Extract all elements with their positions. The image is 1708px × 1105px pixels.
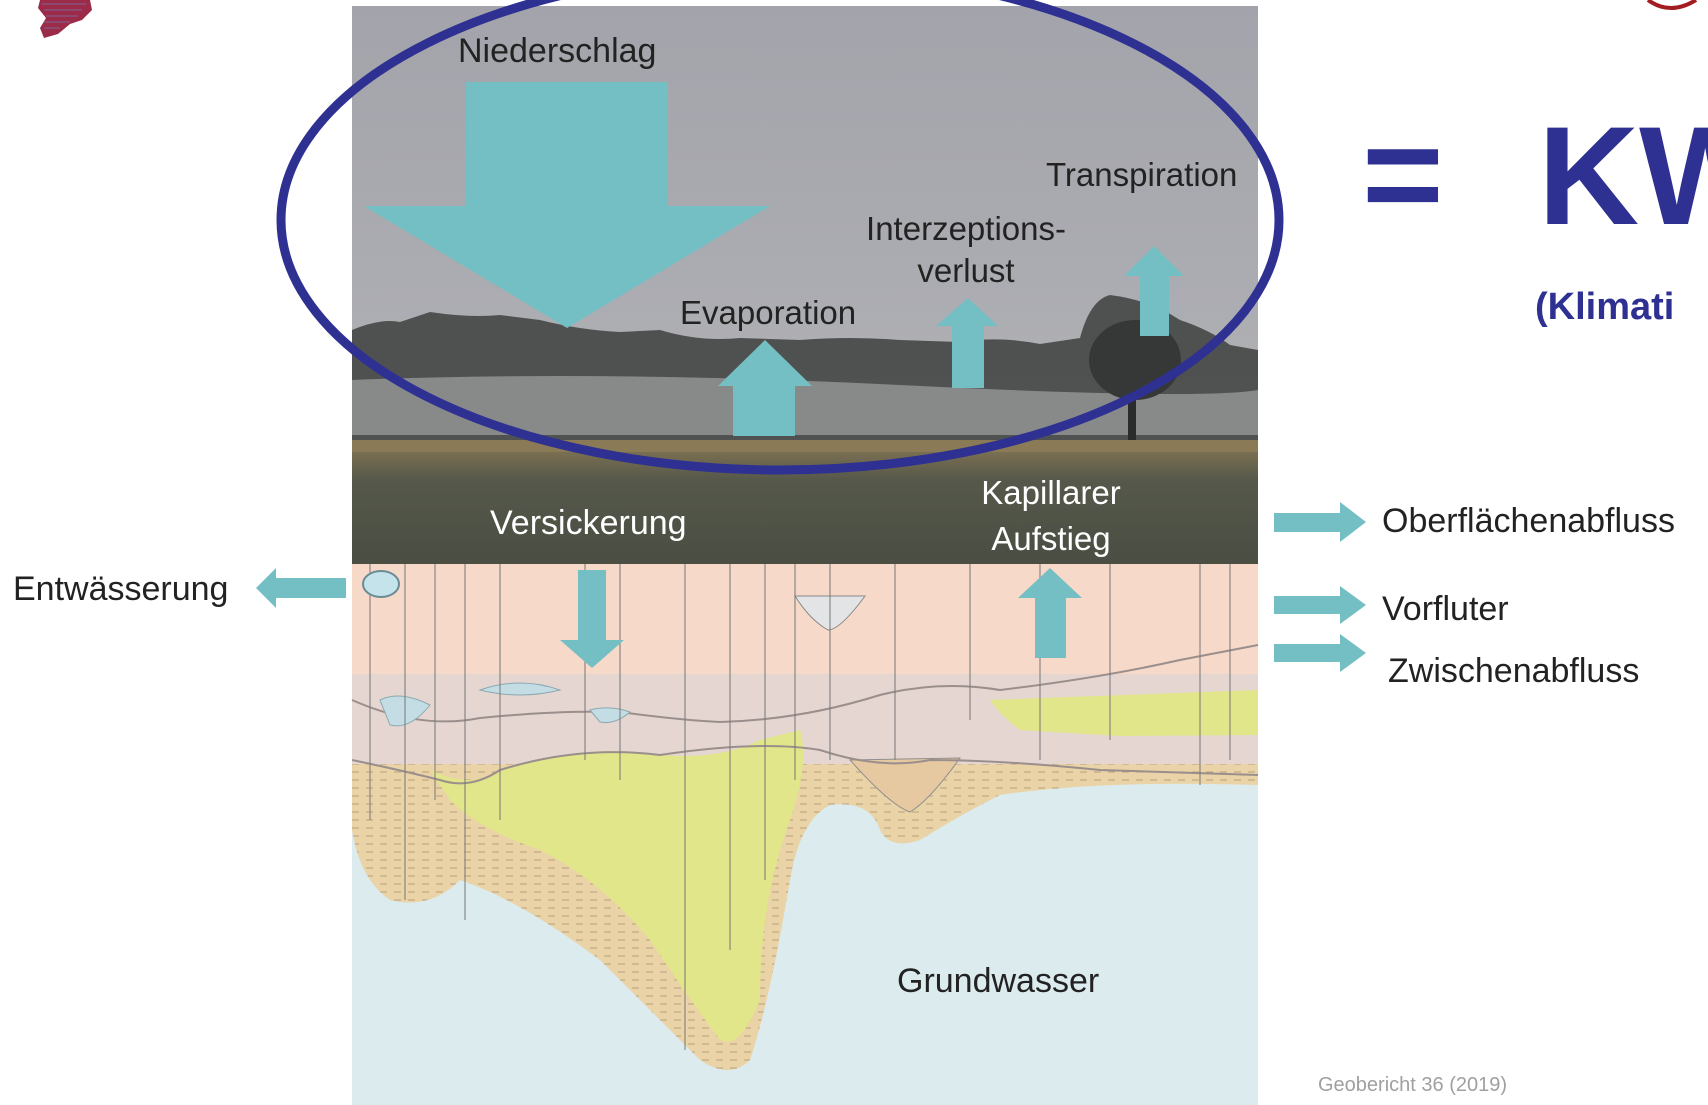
headline-subtitle: (Klimati — [1535, 286, 1675, 328]
kapillarer-arrow — [1018, 568, 1082, 658]
logo-fragment — [38, 0, 92, 38]
headline-title: KW — [1538, 97, 1708, 254]
mist — [352, 376, 1258, 435]
emblem-fragment — [1646, 0, 1698, 10]
cross-section-topsoil — [352, 564, 1258, 674]
interzeption-arrow — [936, 298, 998, 388]
label-kapillarer-line1: Kapillarer — [981, 474, 1121, 511]
atmosphere-ellipse — [276, 0, 1284, 475]
label-interzeption-line2: verlust — [917, 252, 1015, 289]
field-edge — [352, 440, 1258, 454]
yellow-lens — [990, 690, 1258, 736]
groundwater-body — [352, 783, 1258, 1105]
zwischen-arrow — [1274, 634, 1366, 672]
brown-lens — [848, 757, 961, 813]
layer-line-upper — [351, 644, 1259, 724]
vorfluter-arrow — [1274, 586, 1366, 624]
label-zwischenabfluss: Zwischenabfluss — [1388, 652, 1640, 690]
label-entwaesserung: Entwässerung — [13, 570, 229, 608]
transpiration-arrow — [1124, 246, 1184, 336]
label-kapillarer-line2: Aufstieg — [991, 520, 1111, 557]
arrows — [256, 82, 1366, 672]
versickerung-arrow — [560, 570, 624, 668]
yellow-aquifer — [430, 730, 804, 1042]
label-interzeption-line1: Interzeptions- — [866, 210, 1066, 247]
layer-line-lower — [351, 745, 1259, 785]
oberflaechen-arrow — [1274, 502, 1366, 542]
label-grundwasser: Grundwasser — [897, 962, 1100, 1000]
label-versickerung: Versickerung — [490, 504, 687, 542]
label-evaporation: Evaporation — [680, 294, 857, 331]
drain-pipe — [362, 570, 400, 598]
label-niederschlag: Niederschlag — [458, 32, 657, 70]
label-oberflaechenabfluss: Oberflächenabfluss — [1382, 502, 1675, 540]
entwaesserung-arrow — [256, 568, 346, 608]
source-note: Geobericht 36 (2019) — [1318, 1074, 1508, 1096]
label-vorfluter: Vorfluter — [1382, 590, 1509, 628]
niederschlag-arrow — [364, 82, 770, 328]
headline-equals: = — [1362, 95, 1444, 252]
label-transpiration: Transpiration — [1046, 156, 1238, 193]
evaporation-arrow — [718, 340, 812, 436]
